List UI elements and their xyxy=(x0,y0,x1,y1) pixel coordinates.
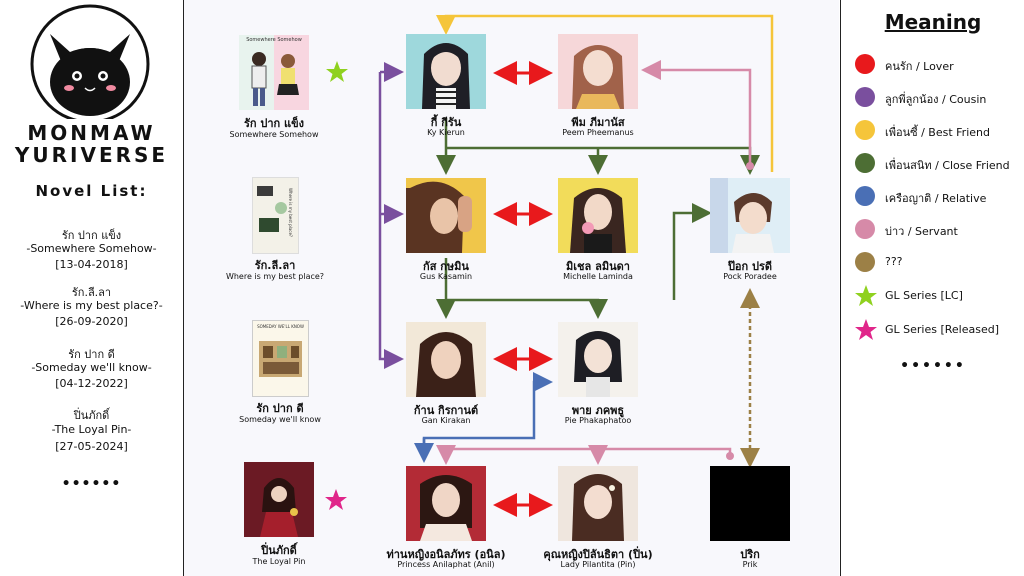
cousin-connector xyxy=(378,72,404,369)
lover-color-dot xyxy=(855,54,875,74)
novel-cover xyxy=(244,462,314,537)
legend-title: Meaning xyxy=(884,10,982,34)
brand-line-2: YURIVERSE xyxy=(14,143,169,167)
close-friend-color-dot xyxy=(855,153,875,173)
best-friend-connector xyxy=(436,14,774,172)
cover-art xyxy=(260,478,298,537)
released-star-icon xyxy=(855,319,877,340)
character-name-thai: พาย ภคพธู xyxy=(571,404,625,417)
legend-ellipsis: •••••• xyxy=(900,358,966,374)
relationship-connectors xyxy=(378,14,774,517)
servant-color-dot xyxy=(855,219,875,239)
novel-title-english: The Loyal Pin xyxy=(252,557,306,566)
black-cat-logo xyxy=(30,4,150,119)
novel-cover: Where is my best place? xyxy=(252,177,299,254)
novel-list-english: -The Loyal Pin- xyxy=(51,423,132,436)
released-star-icon xyxy=(325,489,347,510)
character-name-english: Pie Phakaphatoo xyxy=(564,416,632,425)
character-name-thai: มิเชล ลมินดา xyxy=(566,260,630,273)
novel-title-english: Where is my best place? xyxy=(225,272,325,281)
novel-list-heading: Novel List: xyxy=(35,182,148,200)
character-name-english: Gan Kirakan xyxy=(421,416,471,425)
novel-title-thai: ปิ่นภักดิ์ xyxy=(261,544,297,557)
svg-text:Where is my best place?: Where is my best place? xyxy=(288,188,293,237)
servant-connector-dot xyxy=(746,162,754,170)
legend-label: คนรัก / Lover xyxy=(885,60,954,73)
cover-art xyxy=(251,52,299,106)
cover-title: Somewhere Somehow xyxy=(246,37,302,43)
unknown-color-dot xyxy=(855,252,875,272)
character-name-thai: ปริก xyxy=(740,548,760,561)
character-portrait xyxy=(406,34,486,109)
close-friend-connector xyxy=(672,203,712,300)
novel-title-thai: รัก ปาก ดี xyxy=(256,402,304,415)
character-portrait xyxy=(558,466,638,541)
character-name-thai: คุณหญิงปิลันธิตา (ปิ่น) xyxy=(543,548,653,561)
novel-list-thai: รัก.ลี.ลา xyxy=(71,286,112,299)
novel-title-thai: รัก ปาก แข็ง xyxy=(243,117,305,130)
novel-list-thai: รัก ปาก แข็ง xyxy=(61,229,122,242)
character-name-thai: ก้าน กิรกานต์ xyxy=(413,404,479,417)
cover-art: Where is my best place? xyxy=(257,186,293,237)
legend-label: GL Series [LC] xyxy=(885,289,963,302)
character-portrait xyxy=(558,322,638,397)
servant-connector xyxy=(436,445,732,465)
cousin-color-dot xyxy=(855,87,875,107)
legend-label: GL Series [Released] xyxy=(885,323,1000,336)
character-name-english: Ky Kierun xyxy=(427,128,465,137)
close-friend-connector xyxy=(444,258,608,319)
character-name-english: Lady Pilantita (Pin) xyxy=(560,560,636,569)
cover-title: SOMEDAY WE'LL KNOW xyxy=(257,324,304,329)
novel-list-english: -Where is my best place?- xyxy=(20,299,163,312)
character-name-english: Princess Anilaphat (Anil) xyxy=(397,560,495,569)
novel-cover: SOMEDAY WE'LL KNOW xyxy=(252,320,309,397)
novel-list-date: [04-12-2022] xyxy=(55,377,128,390)
novel-list-thai: รัก ปาก ดี xyxy=(68,348,115,361)
brand-line-1: MONMAW xyxy=(27,121,156,145)
character-name-english: Prik xyxy=(742,560,758,569)
novel-list-date: [26-09-2020] xyxy=(55,315,128,328)
character-portrait xyxy=(406,466,486,541)
character-name-thai: ป๊อก ปรดี xyxy=(727,260,773,273)
character-name-english: Pock Poradee xyxy=(723,272,777,281)
lc-star-icon xyxy=(326,61,348,82)
character-portrait xyxy=(558,34,638,109)
novel-list-date: [27-05-2024] xyxy=(55,440,128,453)
character-portrait xyxy=(710,178,790,253)
character-name-thai: กัส กษมิน xyxy=(423,260,469,273)
legend-label: ลูกพี่ลูกน้อง / Cousin xyxy=(885,93,987,106)
character-name-thai: ท่านหญิงอนิลภัทร (อนิล) xyxy=(386,548,506,561)
novel-title-english: Somewhere Somehow xyxy=(229,130,319,139)
relative-color-dot xyxy=(855,186,875,206)
character-name-english: Michelle Laminda xyxy=(563,272,633,281)
character-name-thai: พีม ภีมานัส xyxy=(571,116,625,129)
character-name-english: Peem Pheemanus xyxy=(562,128,634,137)
legend-label: เพื่อนซี้ / Best Friend xyxy=(885,126,990,139)
novel-list-english: -Someday we'll know- xyxy=(31,361,152,374)
legend-label: เครือญาติ / Relative xyxy=(885,192,987,205)
novel-sidebar: MONMAW YURIVERSE Novel List: รัก ปาก แข็… xyxy=(0,0,184,576)
character-portrait-hidden xyxy=(710,466,790,541)
best-friend-color-dot xyxy=(855,120,875,140)
character-portrait xyxy=(406,322,486,397)
novel-cover: Somewhere Somehow xyxy=(239,35,309,110)
character-portrait xyxy=(406,178,486,253)
character-name-english: Gus Kasamin xyxy=(419,272,473,281)
character-portrait xyxy=(558,178,638,253)
legend-panel: Meaning คนรัก / Lover ลูกพี่ลูกน้อง / Co… xyxy=(840,0,1024,576)
novel-list-english: -Somewhere Somehow- xyxy=(26,242,157,255)
character-name-thai: กี้ กีรัน xyxy=(430,116,462,129)
novel-list-date: [13-04-2018] xyxy=(55,258,128,271)
novel-title-thai: รัก.ลี.ลา xyxy=(254,259,296,272)
legend-label: บ่าว / Servant xyxy=(885,225,958,238)
servant-connector xyxy=(641,60,752,164)
novel-title-english: Someday we'll know xyxy=(239,415,321,424)
cover-art xyxy=(259,341,302,377)
servant-connector-dot xyxy=(726,452,734,460)
novel-list-thai: ปิ่นภักดิ์ xyxy=(73,409,110,422)
lc-star-icon xyxy=(855,285,877,306)
legend-label: ??? xyxy=(885,255,903,268)
novel-list-ellipsis: •••••• xyxy=(61,476,122,492)
legend-label: เพื่อนสนิท / Close Friend xyxy=(885,159,1010,172)
